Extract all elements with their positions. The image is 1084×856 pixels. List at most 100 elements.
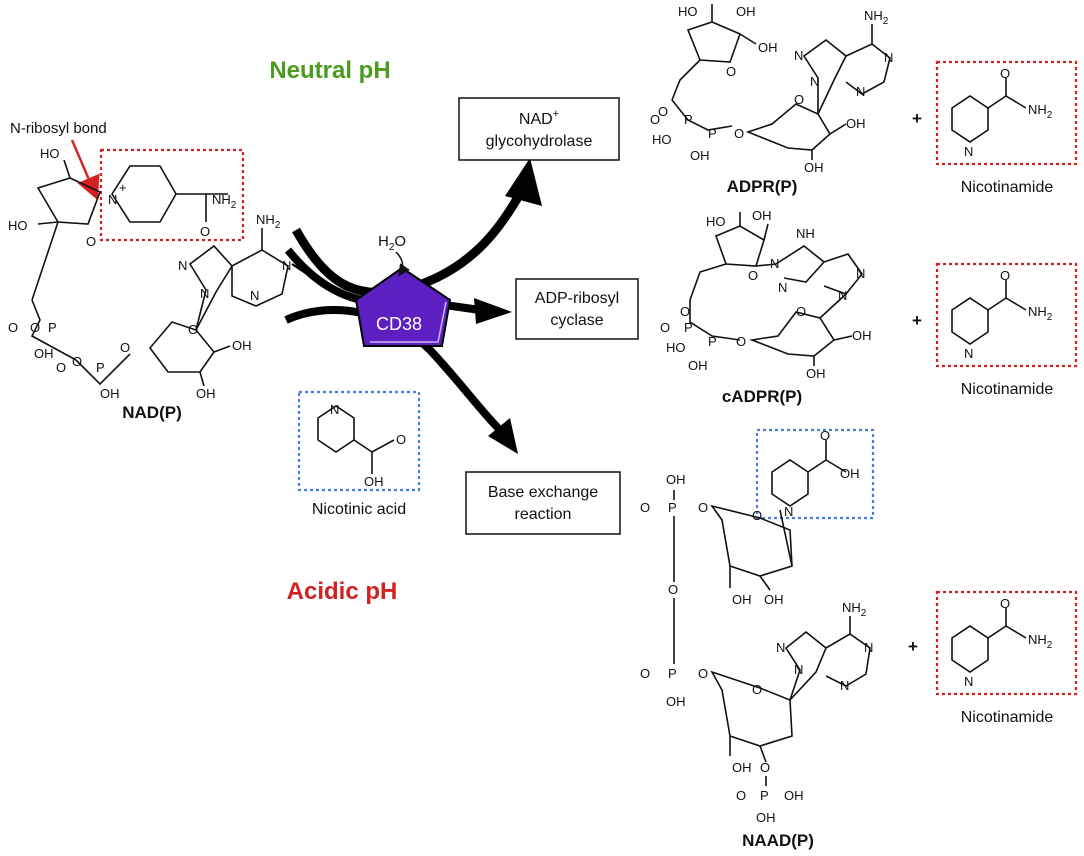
nicotinamide-product-3: + O NH2 N Nicotinamide — [908, 590, 1078, 726]
o-label: O — [760, 760, 770, 775]
n-label: N — [250, 288, 259, 303]
o-label: O — [650, 112, 660, 127]
p-label: P — [668, 500, 677, 515]
n-label: N — [770, 256, 779, 271]
p-label: P — [668, 666, 677, 681]
nh2-label: NH2 — [864, 8, 889, 27]
p-label: P — [708, 334, 717, 349]
nicotinamide-label: Nicotinamide — [961, 709, 1054, 726]
acidic-ph-label: Acidic pH — [287, 578, 398, 605]
oh-label: OH — [736, 4, 756, 19]
p-label: P — [708, 126, 717, 141]
oh-label: OH — [784, 788, 804, 803]
oh-label: OH — [364, 474, 384, 489]
nicotinic-acid-structure: N O OH Nicotinic acid — [297, 390, 421, 518]
base-exchange-box: Base exchange reaction — [465, 471, 621, 535]
n-ribosyl-bond-label: N-ribosyl bond — [10, 120, 107, 137]
n-label: N — [840, 678, 849, 693]
oh-label: OH — [756, 810, 776, 825]
nh2-label: NH2 — [1028, 304, 1053, 323]
p-label: P — [48, 320, 57, 335]
n-label: N — [282, 258, 291, 273]
nadp-structure: N-ribosyl bond HO HO O N + O NH2 O P O O… — [8, 120, 291, 422]
o-label: O — [726, 64, 736, 79]
nh2-label: NH2 — [1028, 102, 1053, 121]
oh-label: OH — [804, 160, 824, 175]
o-label: O — [680, 304, 690, 319]
nadp-label: NAD(P) — [122, 403, 182, 422]
cadpr-label: cADPR(P) — [722, 387, 802, 406]
n-label: N — [794, 48, 803, 63]
o-label: O — [56, 360, 66, 375]
o-label: O — [30, 320, 40, 335]
neutral-ph-label: Neutral pH — [269, 57, 390, 84]
ho-label: HO — [8, 218, 28, 233]
o-label: O — [734, 126, 744, 141]
plus-sign: + — [912, 109, 922, 128]
nh-label: NH — [796, 226, 815, 241]
cyclase-box: ADP-ribosyl cyclase — [515, 278, 639, 340]
adpr-structure: HO OH OH O O P O HO P OH O OH OH O N N N… — [650, 4, 893, 196]
glycohydrolase-box: NAD+ glycohydrolase — [458, 97, 620, 161]
o-label: O — [736, 334, 746, 349]
nicotinamide-highlight-box — [99, 148, 245, 242]
p-label: P — [96, 360, 105, 375]
nicotinic-acid-label: Nicotinic acid — [312, 501, 406, 518]
n-label: N — [856, 84, 865, 99]
n-label: N — [964, 346, 973, 361]
o-label: O — [820, 428, 830, 443]
n-label: N — [810, 74, 819, 89]
oh-label: OH — [666, 472, 686, 487]
base-exchange-line1: Base exchange — [488, 484, 598, 501]
o-label: O — [660, 320, 670, 335]
o-label: O — [200, 224, 210, 239]
n-label: N — [884, 50, 893, 65]
cd38-enzyme: CD38 H2O — [354, 233, 452, 347]
charge-label: + — [119, 180, 127, 195]
oh-label: OH — [34, 346, 54, 361]
o-label: O — [794, 92, 804, 107]
ho-label: HO — [666, 340, 686, 355]
oh-label: OH — [196, 386, 216, 401]
nicotinamide-label: Nicotinamide — [961, 179, 1054, 196]
o-label: O — [698, 666, 708, 681]
n-label: N — [784, 504, 793, 519]
oh-label: OH — [758, 40, 778, 55]
oh-label: OH — [688, 358, 708, 373]
oh-label: OH — [732, 592, 752, 607]
n-label: N — [864, 640, 873, 655]
nh2-label: NH2 — [212, 192, 237, 211]
oh-label: OH — [732, 760, 752, 775]
o-label: O — [640, 500, 650, 515]
water-label: H2O — [378, 233, 406, 253]
plus-sign: + — [912, 311, 922, 330]
n-label: N — [856, 266, 865, 281]
oh-label: OH — [806, 366, 826, 381]
o-label: O — [396, 432, 406, 447]
n-label: N — [964, 144, 973, 159]
o-label: O — [188, 322, 198, 337]
glycohydrolase-line2: glycohydrolase — [486, 133, 593, 150]
ho-label: HO — [652, 132, 672, 147]
cd38-label: CD38 — [376, 314, 422, 334]
o-label: O — [736, 788, 746, 803]
n-label: N — [778, 280, 787, 295]
oh-label: OH — [232, 338, 252, 353]
o-label: O — [658, 104, 668, 119]
n-ribosyl-arrow — [70, 139, 100, 201]
o-label: O — [1000, 66, 1010, 81]
oh-label: OH — [752, 208, 772, 223]
n-label: N — [178, 258, 187, 273]
oh-label: OH — [846, 116, 866, 131]
ho-label: HO — [678, 4, 698, 19]
o-label: O — [1000, 268, 1010, 283]
oh-label: OH — [840, 466, 860, 481]
n-label: N — [200, 286, 209, 301]
nh2-label: NH2 — [256, 212, 281, 231]
glycohydrolase-line1: NAD+ — [519, 108, 559, 128]
o-label: O — [8, 320, 18, 335]
nh2-label: NH2 — [1028, 632, 1053, 651]
nh2-label: NH2 — [842, 600, 867, 619]
o-label: O — [748, 268, 758, 283]
